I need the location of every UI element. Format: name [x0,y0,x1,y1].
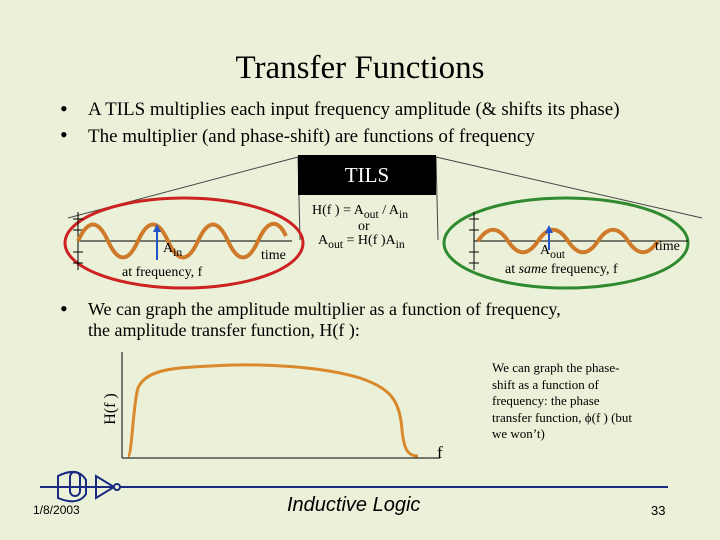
output-wave [476,227,660,255]
output-amplitude-label: Aout [540,243,566,261]
page-number: 33 [651,503,666,518]
gate-icon [57,470,87,503]
tils-box: TILS [298,155,436,195]
input-ellipse [63,196,305,290]
output-time-label: time [655,239,680,254]
output-frequency-label: at same frequency, f [505,262,618,277]
slide-title: Transfer Functions [235,50,485,86]
hf-y-label: H(f ) [102,393,119,425]
bullet-marker: • [60,122,68,147]
bullet-text-1: A TILS multiplies each input frequency a… [88,99,620,120]
bullet-marker: • [60,96,68,121]
transfer-formula: H(f ) = Aout / Ain [312,203,409,221]
fan-line [435,156,439,241]
output-ticks [469,218,479,264]
input-time-label: time [261,248,286,263]
input-amp-arrowhead [153,224,161,232]
hf-x-label: f [437,443,443,462]
or-label: or [358,219,370,234]
input-amplitude-label: Ain [163,241,183,259]
bullet-text-3: We can graph the amplitude multiplier as… [88,299,561,319]
phase-note: We can graph the phase-shift as a functi… [492,360,633,441]
inverter-bubble-icon [113,483,121,491]
hf-curve [126,363,419,458]
buffer-gate-icon [95,474,116,500]
coil-icon [69,471,81,497]
input-ticks [73,218,83,264]
fan-line [435,156,703,219]
input-frequency-label: at frequency, f [122,265,203,280]
footer-brand: Inductive Logic [287,494,421,516]
input-wave [76,221,288,260]
bullet-text-4: the amplitude transfer function, H(f ): [88,320,360,340]
footer-date: 1/8/2003 [33,503,80,517]
output-amp-arrowhead [545,225,553,233]
bullet-text-2: The multiplier (and phase-shift) are fun… [88,126,535,147]
bullet-marker: • [60,296,68,321]
output-formula: Aout = H(f )Ain [318,233,405,251]
output-ellipse [442,196,690,290]
